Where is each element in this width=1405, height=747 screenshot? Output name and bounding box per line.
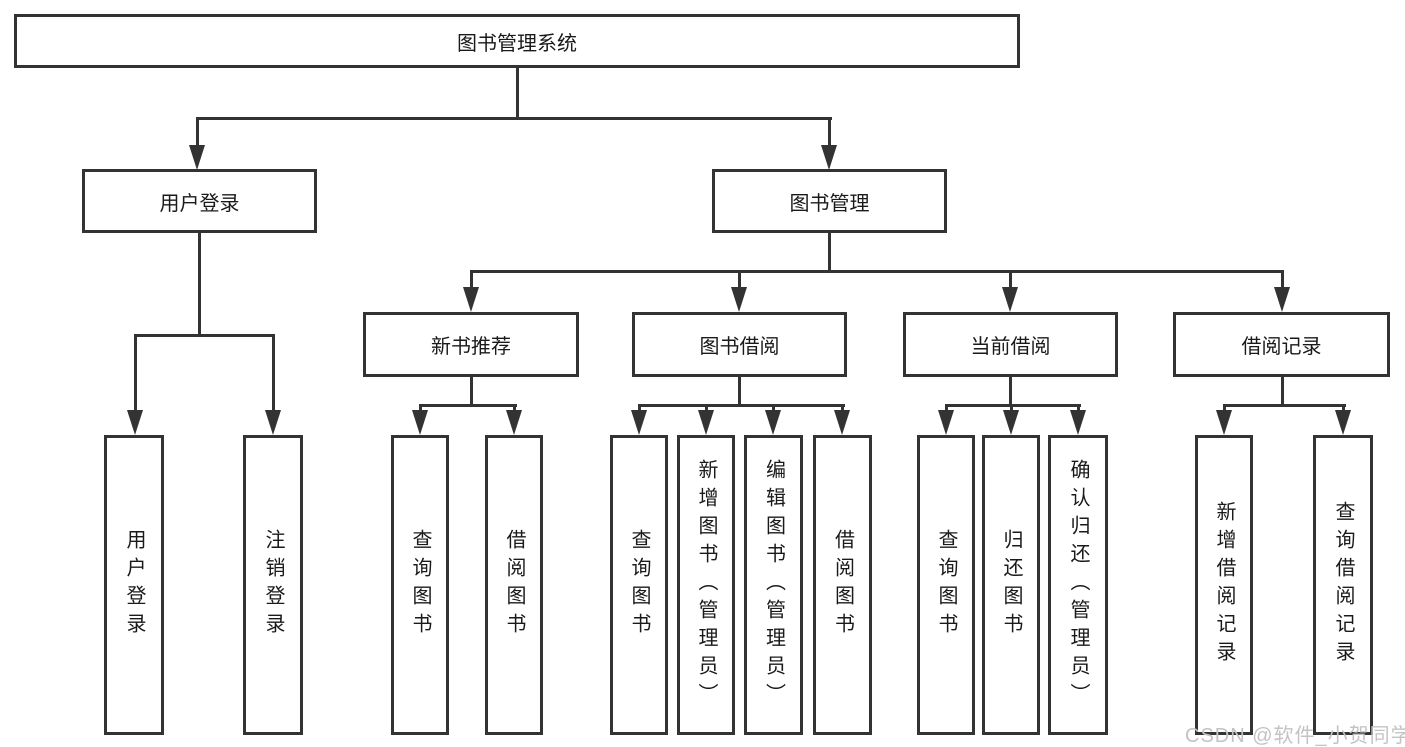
connector-user-login-stem (198, 233, 201, 335)
leaf-bb-borrow-books-label: 借阅图书 (831, 529, 854, 641)
arrow-to-book-borrow (731, 287, 747, 312)
leaf-nb-borrow-books-label: 借阅图书 (503, 529, 525, 641)
connector-leg-br-query (1341, 405, 1345, 412)
leaf-br-query-record: 查询借阅记录 (1313, 435, 1373, 735)
leaf-bb-query-books: 查询图书 (610, 435, 668, 735)
arrow-to-borrow-records (1274, 287, 1290, 312)
leaf-nb-borrow-books: 借阅图书 (485, 435, 543, 735)
node-book-borrow: 图书借阅 (632, 312, 847, 377)
leaf-br-add-record-label: 新增借阅记录 (1213, 501, 1235, 669)
connector-leg-cb-confirm (1076, 405, 1080, 412)
arrow-to-leaf-user-login (127, 410, 143, 435)
leaf-cb-confirm-return-admin-label: 确认归还（管理员） (1067, 459, 1089, 711)
connector-book-borrow-stem (737, 377, 741, 405)
connector-current-borrow-branch (944, 403, 1081, 407)
connector-leg-new-book (469, 271, 473, 289)
connector-leg-bb-borrow (840, 405, 844, 412)
connector-leg-cb-query (944, 405, 948, 412)
leaf-cb-return-books: 归还图书 (982, 435, 1040, 735)
connector-leg-br-add (1222, 405, 1226, 412)
node-new-book-recommend: 新书推荐 (363, 312, 579, 377)
connector-borrow-records-stem (1280, 377, 1284, 405)
connector-leg-book-borrow (737, 271, 741, 289)
connector-book-management-branch (469, 269, 1284, 273)
connector-leg-nb-borrow (512, 405, 516, 412)
leaf-br-query-record-label: 查询借阅记录 (1332, 501, 1354, 669)
connector-current-borrow-stem (1008, 377, 1012, 405)
connector-new-book-stem (469, 377, 473, 405)
connector-root-stem (515, 68, 519, 118)
connector-borrow-records-branch (1222, 403, 1346, 407)
watermark: CSDN @软件_小贺同学 (1185, 725, 1405, 747)
node-user-login: 用户登录 (82, 169, 317, 233)
connector-book-management-stem (827, 233, 831, 271)
node-book-management: 图书管理 (712, 169, 947, 233)
node-current-borrow: 当前借阅 (903, 312, 1118, 377)
node-book-borrow-label: 图书借阅 (699, 336, 780, 358)
leaf-logout-login-label: 注销登录 (262, 529, 284, 641)
leaf-cb-query-books-label: 查询图书 (935, 529, 957, 641)
connector-leg-bb-add (704, 405, 708, 412)
leaf-br-add-record: 新增借阅记录 (1195, 435, 1253, 735)
arrow-to-bb-query (631, 410, 647, 435)
arrow-to-cb-query (938, 410, 954, 435)
arrow-to-current-borrow (1002, 287, 1018, 312)
connector-leg-current-borrow (1008, 271, 1012, 289)
connector-leg-nb-query (418, 405, 422, 412)
connector-leg-leaf-logout (271, 335, 275, 411)
connector-leg-borrow-records (1280, 271, 1284, 289)
arrow-to-cb-return (1003, 410, 1019, 435)
connector-leg-user-login (195, 118, 199, 146)
leaf-bb-add-books-admin-label: 新增图书（管理员） (695, 459, 717, 711)
node-root-label: 图书管理系统 (457, 32, 577, 55)
leaf-user-login-label: 用户登录 (123, 529, 145, 641)
leaf-nb-query-books-label: 查询图书 (409, 529, 431, 641)
leaf-bb-add-books-admin: 新增图书（管理员） (677, 435, 735, 735)
connector-leg-book-management (827, 118, 831, 146)
connector-root-branch (195, 116, 832, 120)
connector-leg-leaf-user-login (133, 335, 137, 411)
connector-user-login-branch (133, 333, 275, 337)
node-new-book-recommend-label: 新书推荐 (431, 336, 511, 358)
leaf-cb-query-books: 查询图书 (917, 435, 975, 735)
connector-leg-cb-return (1009, 405, 1013, 412)
leaf-bb-edit-books-admin: 编辑图书（管理员） (744, 435, 803, 735)
node-borrow-records-label: 借阅记录 (1241, 336, 1322, 358)
node-current-borrow-label: 当前借阅 (970, 336, 1051, 358)
arrow-to-br-query (1335, 410, 1351, 435)
arrow-to-new-book (463, 287, 479, 312)
node-user-login-label: 用户登录 (159, 192, 240, 215)
arrow-to-user-login (189, 145, 205, 170)
connector-leg-bb-query (637, 405, 641, 412)
arrow-to-nb-borrow (506, 410, 522, 435)
node-root-library-system: 图书管理系统 (14, 14, 1020, 68)
arrow-to-leaf-logout (265, 410, 281, 435)
leaf-bb-edit-books-admin-label: 编辑图书（管理员） (762, 459, 785, 711)
arrow-to-cb-confirm (1070, 410, 1086, 435)
arrow-to-book-management (821, 145, 837, 170)
leaf-cb-confirm-return-admin: 确认归还（管理员） (1048, 435, 1108, 735)
leaf-bb-borrow-books: 借阅图书 (813, 435, 872, 735)
leaf-cb-return-books-label: 归还图书 (1000, 529, 1022, 641)
arrow-to-nb-query (412, 410, 428, 435)
leaf-nb-query-books: 查询图书 (391, 435, 449, 735)
leaf-user-login: 用户登录 (104, 435, 164, 735)
connector-book-borrow-branch (637, 403, 845, 407)
arrow-to-bb-edit (765, 410, 781, 435)
leaf-bb-query-books-label: 查询图书 (628, 529, 650, 641)
connector-leg-bb-edit (771, 405, 775, 412)
leaf-logout-login: 注销登录 (243, 435, 303, 735)
arrow-to-bb-borrow (834, 410, 850, 435)
connector-new-book-branch (418, 403, 517, 407)
node-book-management-label: 图书管理 (789, 192, 870, 215)
node-borrow-records: 借阅记录 (1173, 312, 1390, 377)
arrow-to-br-add (1216, 410, 1232, 435)
arrow-to-bb-add (698, 410, 714, 435)
